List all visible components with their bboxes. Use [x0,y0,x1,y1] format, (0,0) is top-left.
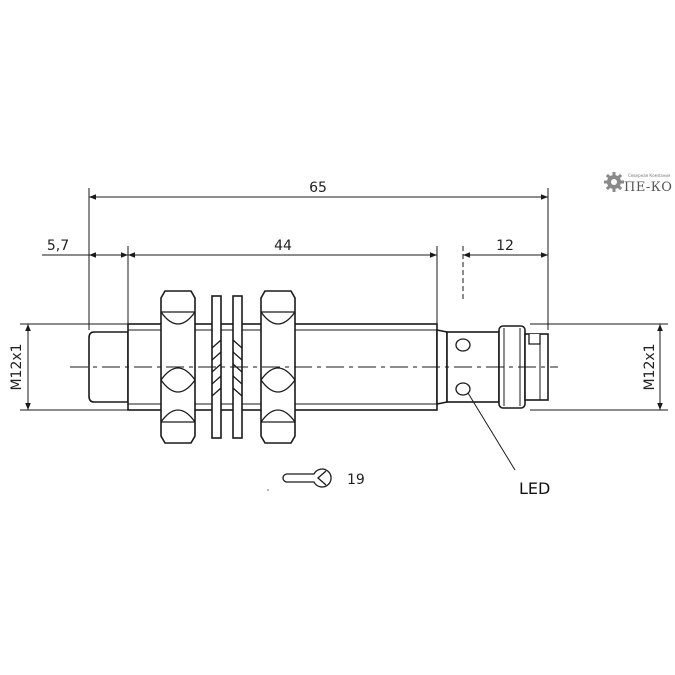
dimension-front: 5,7 [42,238,129,330]
dimension-thread-right-label: M12x1 [642,343,658,390]
led-window-bottom [455,382,471,396]
dimension-thread-left-label: M12x1 [9,343,25,390]
logo-subtitle: Северная Компания [628,173,671,178]
led-label: LED [519,479,550,498]
dimension-connector: 12 [462,238,548,300]
dimension-connector-label: 12 [496,238,514,254]
dimension-front-label: 5,7 [47,238,69,254]
dimension-thread-left: M12x1 [9,323,128,411]
dimension-thread: 44 [128,238,438,330]
dimension-thread-label: 44 [274,238,292,254]
logo-text: ПЕ-КО [624,180,672,195]
gear-icon [604,172,624,192]
dimension-thread-right: M12x1 [530,323,668,411]
dimension-overall-label: 65 [309,180,327,196]
wrench-icon [282,468,332,488]
led-leader-line [467,392,516,471]
company-logo: ПЕ-КО Северная Компания [604,172,672,195]
wrench-size-label: 19 [347,472,365,488]
led-window-top [455,338,471,352]
dimension-overall: 65 [88,180,549,330]
